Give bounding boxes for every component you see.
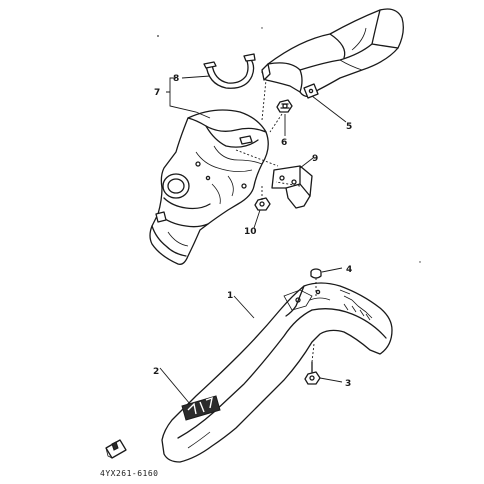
scan-specks [157, 27, 421, 263]
callout-1: 1 [227, 291, 233, 301]
callout-10: 10 [244, 227, 257, 237]
diagram-part-code: 4YX261-6160 [100, 469, 158, 478]
part-2-emblem-decal [181, 395, 221, 421]
reference-tag-icon [105, 439, 127, 459]
callout-5: 5 [346, 122, 352, 132]
callout-4: 4 [346, 265, 352, 275]
part-8-clip-band [203, 53, 256, 89]
assembly-dashed-lines-upper [235, 79, 301, 200]
callout-8: 8 [173, 74, 179, 84]
callout-2: 2 [153, 367, 159, 377]
assembly-dashed-lines-lower [311, 278, 317, 363]
part-6-bolt [276, 99, 293, 113]
part-3-bolt [304, 361, 321, 385]
leader-lines [159, 75, 347, 405]
part-10-bolt [254, 197, 271, 211]
part-4-grommet [310, 268, 322, 279]
part-5-rear-cover [261, 8, 404, 99]
part-7-side-cover [149, 109, 269, 265]
callout-3: 3 [345, 379, 351, 389]
callout-7: 7 [154, 88, 160, 98]
part-1-rear-fender [161, 282, 393, 463]
part-9-bracket [271, 165, 313, 209]
callout-6: 6 [281, 138, 287, 148]
callout-9: 9 [312, 154, 318, 164]
callout-labels: 8 7 5 6 9 10 4 1 3 2 [153, 74, 352, 389]
